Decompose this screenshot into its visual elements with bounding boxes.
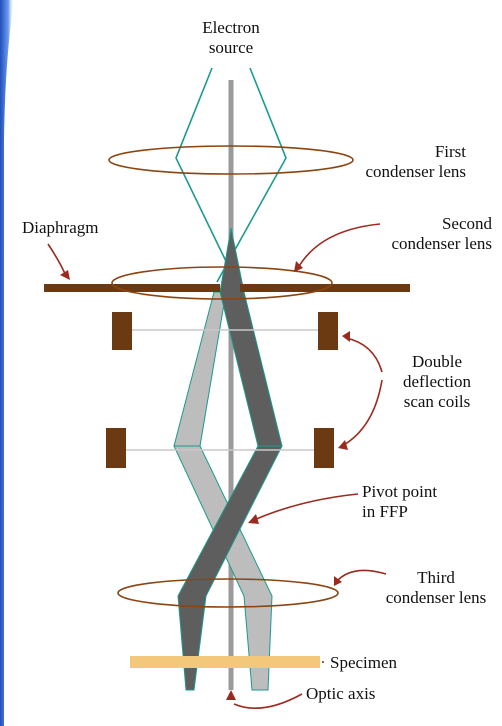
source-ray-right xyxy=(216,67,287,283)
arrow-coil-lower xyxy=(341,379,383,447)
scan-coil-lower-left xyxy=(106,428,126,468)
label-double-deflection-scan-coils: Double deflection scan coils xyxy=(403,352,471,411)
label-optic-axis: Optic axis xyxy=(306,684,376,703)
label-third-condenser-lens: Third condenser lens xyxy=(385,568,487,607)
scan-coil-upper-left xyxy=(112,312,132,350)
arrow-optic-axis xyxy=(233,693,303,710)
arrow-coil-upper xyxy=(345,337,383,373)
second-condenser-lens xyxy=(111,266,333,300)
arrow-third-condenser xyxy=(335,569,387,583)
first-condenser-lens xyxy=(108,145,354,175)
third-condenser-lens xyxy=(117,578,339,608)
diaphragm-plate-left xyxy=(44,284,220,292)
label-specimen: Specimen xyxy=(330,653,398,672)
beam-light-upper xyxy=(173,291,227,447)
label-pivot-point: Pivot point in FFP xyxy=(362,482,438,521)
arrow-diaphragm xyxy=(47,243,67,277)
label-electron-source: Electron source xyxy=(202,18,260,57)
beam-light-lower xyxy=(173,445,273,691)
arrow-second-condenser xyxy=(297,223,381,269)
label-second-condenser-lens: Second condenser lens xyxy=(391,214,492,253)
scan-coil-upper-right xyxy=(318,312,338,350)
left-frame-bar xyxy=(0,0,14,726)
arrowhead-optic-axis xyxy=(226,690,236,700)
label-diaphragm: Diaphragm xyxy=(22,218,99,237)
scan-coil-lower-right xyxy=(314,428,334,468)
arrow-pivot xyxy=(253,493,359,521)
arrow-heads xyxy=(60,261,350,700)
arrowhead-third-condenser xyxy=(334,576,342,586)
source-ray-left xyxy=(175,67,237,283)
annotation-arrows xyxy=(47,223,387,710)
arrowhead-diaphragm xyxy=(60,270,70,280)
arrowhead-pivot xyxy=(248,514,259,524)
arrowhead-coil-lower xyxy=(338,440,348,450)
specimen-plate xyxy=(130,656,320,668)
label-first-condenser-lens: First condenser lens xyxy=(365,142,466,181)
arrowhead-second-condenser xyxy=(294,261,303,272)
arrowhead-coil-upper xyxy=(342,331,350,342)
